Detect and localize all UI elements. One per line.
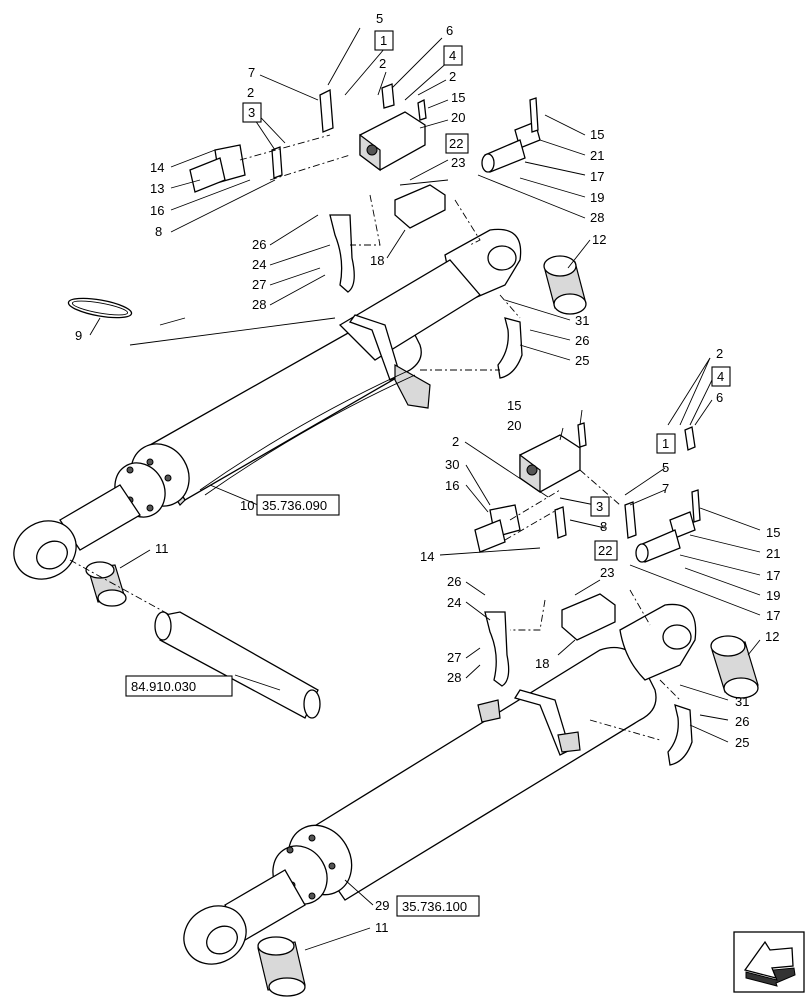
fitting-21-lower <box>635 511 696 563</box>
arrow-bottom-left-icon[interactable] <box>733 931 805 993</box>
callout-2e: 2 <box>452 434 459 449</box>
callout-23a: 23 <box>451 155 465 170</box>
callout-8b: 8 <box>600 519 607 534</box>
reference-cylinder-lower: 35.736.100 <box>402 899 467 914</box>
boxed-callout-22b: 22 <box>598 543 612 558</box>
callout-2d: 2 <box>716 346 723 361</box>
block-18-lower <box>561 593 616 641</box>
callout-5: 5 <box>376 11 383 26</box>
callout-26b: 26 <box>575 333 589 348</box>
callout-24b: 24 <box>447 595 461 610</box>
callout-14b: 14 <box>420 549 434 564</box>
boxed-callout-4b: 4 <box>717 369 724 384</box>
callout-24a: 24 <box>252 257 266 272</box>
callout-28b: 28 <box>252 297 266 312</box>
callout-7b: 7 <box>662 481 669 496</box>
callout-25b: 25 <box>735 735 749 750</box>
callout-7: 7 <box>248 65 255 80</box>
callout-8a: 8 <box>155 224 162 239</box>
valve-block-lower <box>519 434 581 494</box>
bushing-upper <box>85 561 127 607</box>
valve-block-upper <box>359 111 426 172</box>
callout-30: 30 <box>445 457 459 472</box>
reference-cylinder-upper: 35.736.090 <box>262 498 327 513</box>
callout-19a: 19 <box>590 190 604 205</box>
callout-21a: 21 <box>590 148 604 163</box>
callout-12a: 12 <box>592 232 606 247</box>
callout-26a: 26 <box>252 237 266 252</box>
callout-13: 13 <box>150 181 164 196</box>
boxed-callout-1a: 1 <box>380 33 387 48</box>
boxed-callouts: 1 4 3 22 4 1 3 22 <box>242 30 731 561</box>
bushing-12-lower <box>710 635 759 699</box>
callout-labels: 5 6 7 2 2 2 15 20 14 13 16 8 15 21 17 19… <box>75 11 780 935</box>
callout-2a: 2 <box>379 56 386 71</box>
callout-31a: 31 <box>575 313 589 328</box>
callout-26c: 26 <box>447 574 461 589</box>
callout-28a: 28 <box>590 210 604 225</box>
fitting-21-upper <box>481 121 541 173</box>
callout-15b: 15 <box>590 127 604 142</box>
callout-20b: 20 <box>507 418 521 433</box>
callout-6b: 6 <box>716 390 723 405</box>
callout-21b: 21 <box>766 546 780 561</box>
belt-part <box>67 297 133 319</box>
callout-29: 29 <box>375 898 389 913</box>
callout-15d: 15 <box>766 525 780 540</box>
callout-26d: 26 <box>735 714 749 729</box>
block-18-upper <box>394 184 446 229</box>
callout-16b: 16 <box>445 478 459 493</box>
callout-10: 10 <box>240 498 254 513</box>
callout-19b: 19 <box>766 588 780 603</box>
item-30-lower <box>474 504 521 553</box>
reference-pin: 84.910.030 <box>131 679 196 694</box>
callout-6: 6 <box>446 23 453 38</box>
callout-11a: 11 <box>155 541 169 556</box>
callout-27a: 27 <box>252 277 266 292</box>
clamp-24-lower <box>484 611 510 687</box>
clamp-25-upper <box>497 317 523 379</box>
callout-20a: 20 <box>451 110 465 125</box>
callout-11b: 11 <box>375 920 389 935</box>
callout-17b: 17 <box>766 568 780 583</box>
callout-9: 9 <box>75 328 82 343</box>
callout-31b: 31 <box>735 694 749 709</box>
boxed-callout-3a: 3 <box>248 105 255 120</box>
bushing-12-upper <box>543 255 587 315</box>
callout-5b: 5 <box>662 460 669 475</box>
callout-16a: 16 <box>150 203 164 218</box>
callout-15c: 15 <box>507 398 521 413</box>
boxed-callout-1b: 1 <box>662 436 669 451</box>
boxed-callout-3b: 3 <box>596 499 603 514</box>
clamp-25-lower <box>667 704 693 766</box>
reference-boxes: 35.736.090 35.736.100 84.910.030 <box>125 494 480 917</box>
bushing-lower <box>257 936 306 997</box>
callout-17a: 17 <box>590 169 604 184</box>
callout-14a: 14 <box>150 160 164 175</box>
callout-28c: 28 <box>447 670 461 685</box>
callout-23b: 23 <box>600 565 614 580</box>
upper-cylinder-assembly <box>13 228 522 580</box>
lower-cylinder-assembly <box>183 603 697 965</box>
callout-25a: 25 <box>575 353 589 368</box>
leader-lines <box>89 27 761 951</box>
callout-12b: 12 <box>765 629 779 644</box>
callout-2c: 2 <box>247 85 254 100</box>
callout-15a: 15 <box>451 90 465 105</box>
boxed-callout-4a: 4 <box>449 48 456 63</box>
callout-18a: 18 <box>370 253 384 268</box>
callout-27b: 27 <box>447 650 461 665</box>
boxed-callout-22a: 22 <box>449 136 463 151</box>
item-14-upper <box>189 144 246 193</box>
callout-18b: 18 <box>535 656 549 671</box>
pin-part <box>154 611 321 719</box>
callout-17c: 17 <box>766 608 780 623</box>
callout-2b: 2 <box>449 69 456 84</box>
clamp-24-upper <box>329 214 355 293</box>
